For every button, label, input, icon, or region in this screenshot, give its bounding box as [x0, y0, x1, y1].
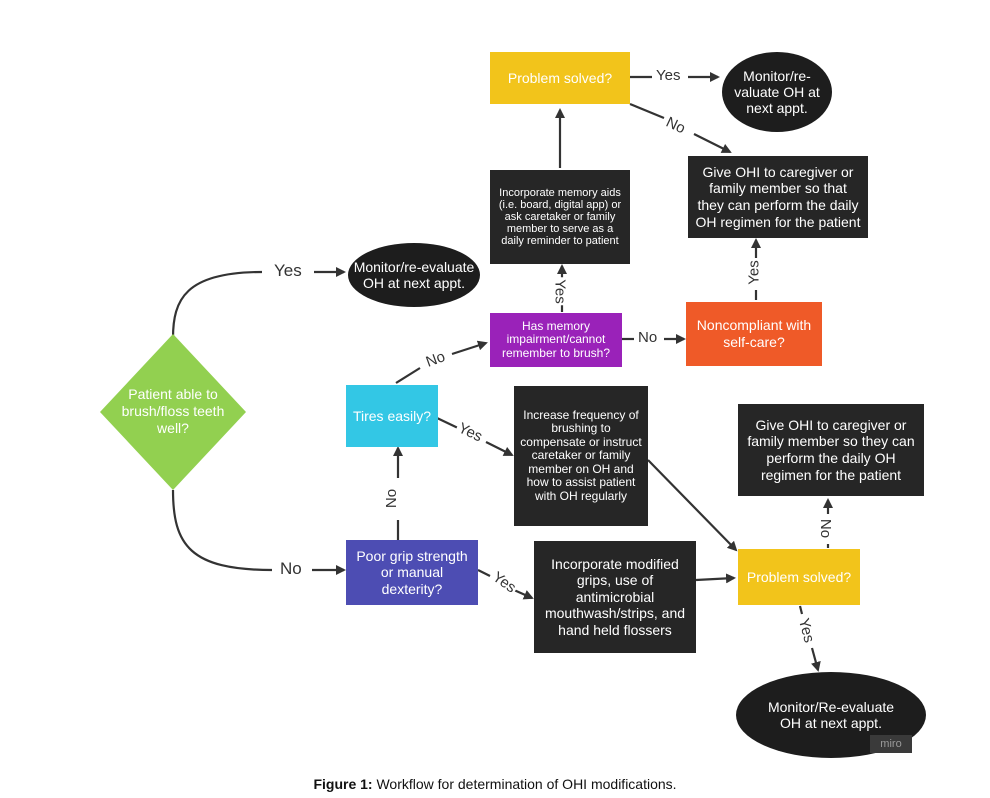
label-memory-aids-yes: Yes [551, 277, 569, 306]
noncompliant-box: Noncompliant with self-care? [686, 302, 822, 366]
monitor-oval-top-left: Monitor/re-evaluate OH at next appt. [348, 243, 480, 307]
caption-prefix: Figure 1: [313, 776, 373, 792]
edge-modified-problem [695, 573, 736, 584]
problem-solved-bottom: Problem solved? [738, 549, 860, 605]
edge-tires-memory-a [395, 367, 421, 384]
figure-caption: Figure 1: Workflow for determination of … [0, 776, 990, 792]
label-problem-monitor-yes: Yes [654, 67, 683, 84]
start-decision-diamond: Patient able to brush/floss teeth well? [100, 334, 246, 490]
increase-frequency-box: Increase frequency of brushing to compen… [514, 386, 648, 526]
problem-solved-top: Problem solved? [490, 52, 630, 104]
monitor-oval-top-right: Monitor/re-valuate OH at next appt. [722, 52, 832, 132]
caption-text: Workflow for determination of OHI modifi… [376, 776, 677, 792]
edge-tires-increase-b [485, 441, 514, 456]
edge-tires-increase-a [436, 417, 459, 429]
label-problem-ohi-right-no: No [817, 516, 835, 541]
poor-grip-box: Poor grip strength or manual dexterity? [346, 540, 478, 605]
memory-impairment-box: Has memory impairment/cannot remember to… [490, 313, 622, 367]
label-grip-tires-no: No [383, 486, 401, 511]
edge-problem-ohi-a [629, 102, 665, 120]
edge-problem-monitor-bottom-b [810, 647, 821, 672]
edge-grip-modified-a [477, 569, 491, 577]
memory-aids-box: Incorporate memory aids (i.e. board, dig… [490, 170, 630, 264]
edge-problem-ohi-b [693, 133, 732, 153]
tires-easily-box: Tires easily? [346, 385, 438, 447]
edge-grip-modified-b [513, 588, 534, 600]
label-start-yes: Yes [272, 261, 304, 281]
label-start-no: No [278, 559, 304, 579]
modified-grips-box: Incorporate modified grips, use of antim… [534, 541, 696, 653]
edge-increase-problem [647, 459, 738, 552]
edge-start-no [171, 489, 273, 572]
label-noncompliant-ohi-yes: Yes [745, 258, 763, 287]
edge-start-yes [171, 270, 263, 339]
miro-watermark: miro [870, 735, 912, 753]
ohi-caregiver-top-box: Give OHI to caregiver or family member s… [688, 156, 868, 238]
ohi-caregiver-right-box: Give OHI to caregiver or family member s… [738, 404, 924, 496]
edge-tires-memory-b [451, 340, 488, 356]
edge-problem-monitor-bottom-a [798, 605, 804, 615]
label-memory-noncompliant-no: No [636, 329, 660, 346]
start-decision-text: Patient able to brush/floss teeth well? [121, 386, 225, 436]
